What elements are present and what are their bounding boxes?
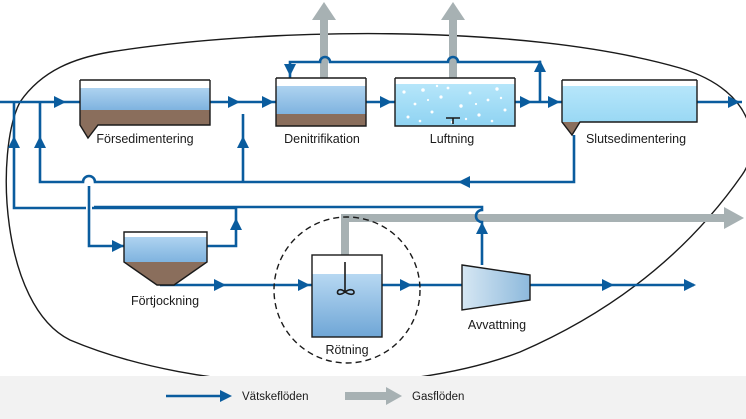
mixer-icon <box>336 262 355 296</box>
legend: Vätskeflöden Gasflöden <box>0 376 746 419</box>
primary-sedimentation-tank <box>79 79 211 140</box>
gas-flow-lines <box>320 18 724 255</box>
digester <box>273 216 421 364</box>
arrow-into-denit <box>262 96 274 108</box>
arrow-to-denit <box>228 96 240 108</box>
arrow-into-clarifier <box>548 96 560 108</box>
arrow-primary-sludge-up <box>237 136 249 148</box>
legend-label-gas: Gasflöden <box>412 391 464 403</box>
aerator-diffuser-icon <box>446 117 460 124</box>
digester-boundary-dashed <box>273 216 421 364</box>
internal-recycle-line <box>288 55 542 102</box>
arrow-thickened-1 <box>214 279 226 291</box>
dewatering-unit <box>461 264 531 311</box>
gas-arrow-denitrification <box>312 2 336 20</box>
gas-arrow-digester-out <box>724 207 744 229</box>
arrow-reject-up <box>476 222 488 234</box>
arrow-dewatered-1 <box>602 279 614 291</box>
legend-label-liquid: Vätskeflöden <box>242 391 309 403</box>
gas-arrow-aeration <box>441 2 465 20</box>
label-slutsedimentering: Slutsedimentering <box>586 132 686 146</box>
arrow-left-up-2 <box>34 136 46 148</box>
aeration-bubbles <box>402 84 507 124</box>
bypass-left-line <box>12 102 86 210</box>
arrow-to-aeration <box>380 96 392 108</box>
arrow-recycle-up <box>534 60 546 72</box>
label-fortjockning: Förtjockning <box>131 294 199 308</box>
label-avvattning: Avvattning <box>468 318 526 332</box>
thickener-tank <box>123 231 208 286</box>
legend-liquid-arrow <box>220 390 232 402</box>
label-denitrifikation: Denitrifikation <box>284 132 360 146</box>
liquid-arrowheads <box>8 60 740 291</box>
arrow-to-clarifier <box>520 96 532 108</box>
arrow-left-up-1 <box>8 136 20 148</box>
arrow-to-dewatering <box>400 279 412 291</box>
label-forsedimentering: Försedimentering <box>96 132 193 146</box>
sludge-return-line <box>38 102 576 184</box>
reject-water-line <box>94 205 484 265</box>
legend-gas-arrow <box>386 387 402 405</box>
arrow-inflow <box>54 96 66 108</box>
arrow-effluent <box>728 96 740 108</box>
arrow-to-thickener <box>112 240 124 252</box>
arrow-thickened-2 <box>298 279 310 291</box>
gas-arrowheads <box>312 2 744 229</box>
label-rotning: Rötning <box>325 343 368 357</box>
arrow-recycle-down <box>284 64 296 76</box>
arrow-thickener-up <box>230 218 242 230</box>
final-clarifier-tank <box>561 79 698 137</box>
arrow-sludge-return <box>458 176 470 188</box>
arrow-dewatered-2 <box>684 279 696 291</box>
gas-line-digester <box>341 214 724 255</box>
denitrification-tank <box>275 77 367 127</box>
plant-boundary-outline <box>5 32 746 385</box>
aeration-tank <box>394 77 516 127</box>
label-luftning: Luftning <box>430 132 475 146</box>
